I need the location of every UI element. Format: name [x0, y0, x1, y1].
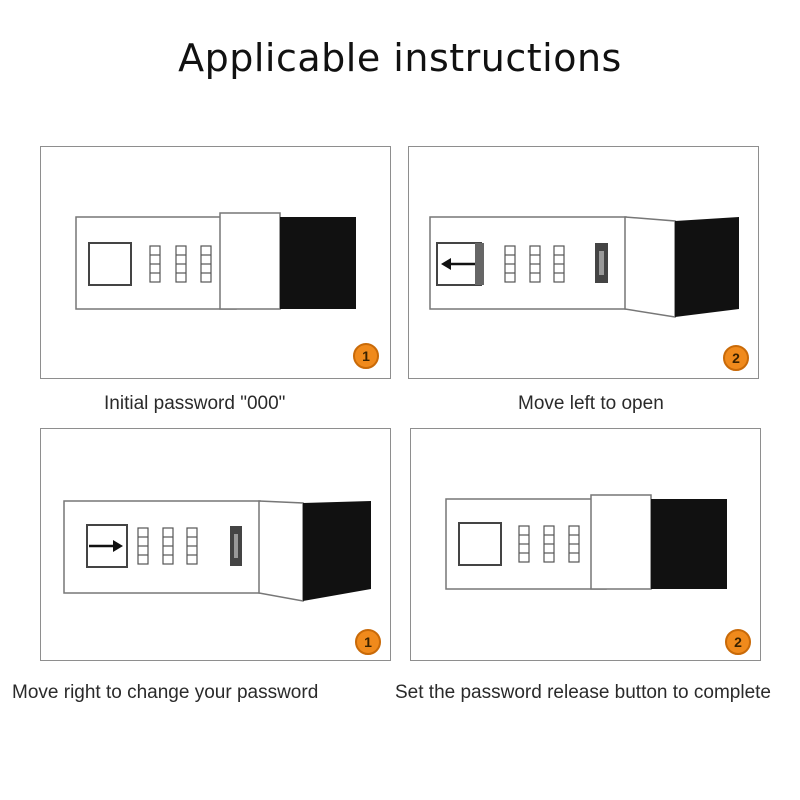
lock-collar-icon [590, 494, 652, 590]
combination-lock-illustration [445, 494, 727, 590]
release-button-icon [88, 242, 132, 286]
lock-collar-icon [624, 216, 676, 318]
step-caption: Set the password release button to compl… [395, 682, 772, 703]
step-panel-initial: 1 [40, 146, 391, 379]
combination-lock-illustration [63, 500, 371, 602]
step-number-badge: 1 [355, 629, 381, 655]
strap-icon [303, 501, 371, 601]
digit-wheels-icon [518, 525, 580, 563]
strap-icon [280, 217, 356, 309]
step-caption: Move left to open [518, 393, 664, 414]
step-panel-complete: 2 [410, 428, 761, 661]
step-number-badge: 2 [725, 629, 751, 655]
step-panel-change-password: 1 [40, 428, 391, 661]
digit-wheels-icon [504, 245, 565, 283]
combination-lock-illustration [75, 212, 356, 310]
digit-wheels-icon [149, 245, 212, 283]
step-caption: Move right to change your password [12, 682, 319, 703]
step-caption: Initial password "000" [104, 393, 286, 414]
step-number-badge: 1 [353, 343, 379, 369]
arrow-right-icon [89, 540, 123, 552]
arrow-left-icon [441, 258, 475, 270]
step-panel-open: 2 [408, 146, 759, 379]
combination-lock-illustration [429, 216, 739, 318]
lock-collar-icon [258, 500, 304, 602]
release-button-icon [458, 522, 502, 566]
strap-icon [651, 499, 727, 589]
digit-wheels-icon [137, 527, 198, 565]
step-number-badge: 2 [723, 345, 749, 371]
page-title: Applicable instructions [178, 36, 622, 80]
lock-collar-icon [219, 212, 281, 310]
strap-icon [675, 217, 739, 317]
slider-handle-icon [475, 243, 484, 285]
